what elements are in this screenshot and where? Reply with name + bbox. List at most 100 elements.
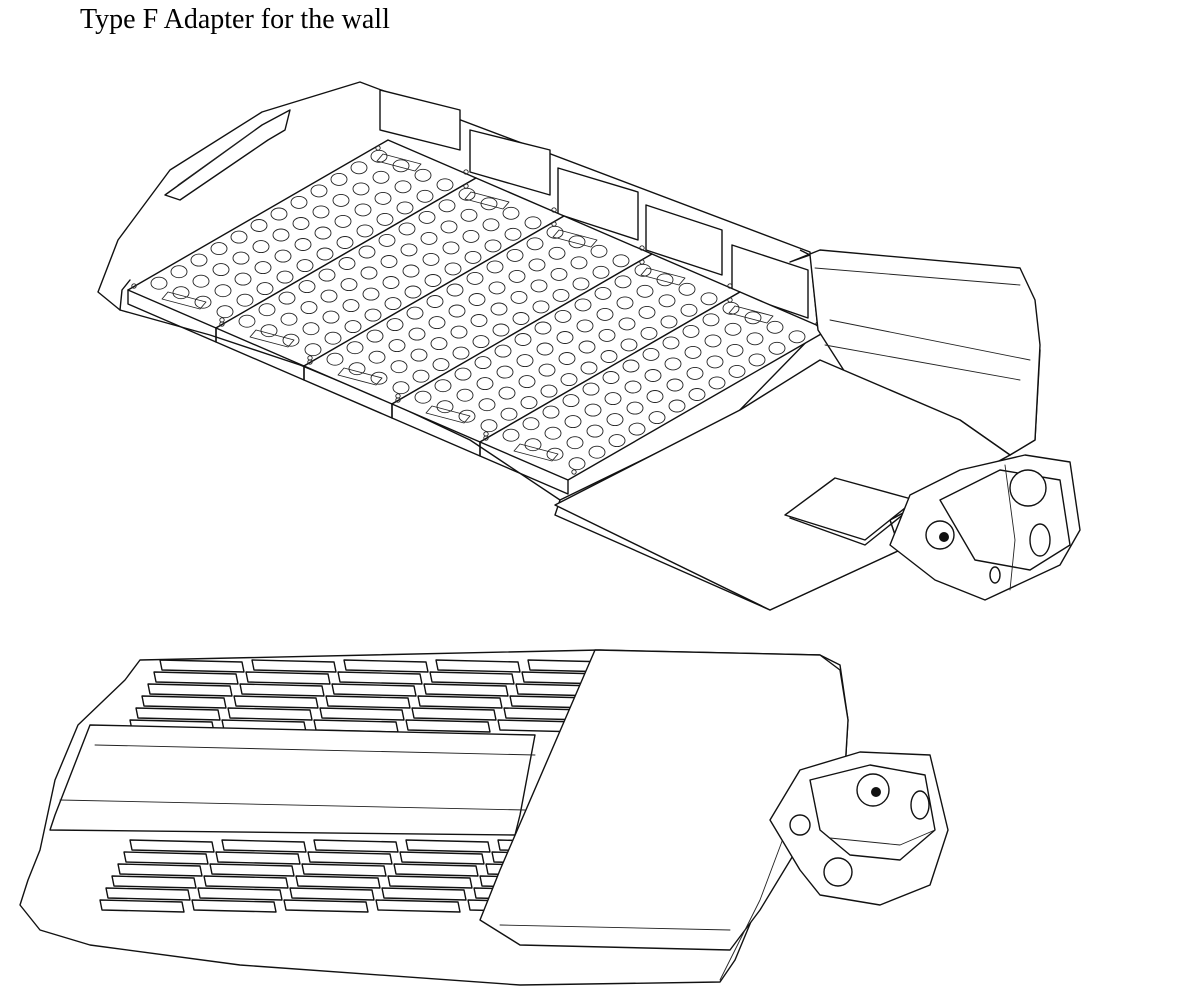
led-lens xyxy=(768,341,786,355)
heat-fin xyxy=(405,839,491,853)
heat-fin xyxy=(141,695,227,709)
led-lens xyxy=(418,210,436,224)
led-lens xyxy=(744,311,762,325)
led-lens xyxy=(500,407,518,421)
led-lens xyxy=(608,434,626,448)
led-lens xyxy=(514,333,532,346)
led-lens xyxy=(524,438,542,452)
led-lens xyxy=(366,329,384,343)
led-lens xyxy=(582,382,600,396)
led-lens xyxy=(620,338,638,352)
led-lens xyxy=(436,178,454,192)
led-lens xyxy=(296,259,314,273)
heat-fin xyxy=(393,863,479,877)
led-lens xyxy=(380,255,398,268)
led-lens xyxy=(362,287,380,301)
led-lens xyxy=(594,286,612,300)
led-lens xyxy=(192,274,210,288)
led-lens xyxy=(502,428,520,442)
led-lens xyxy=(358,245,376,259)
led-lens xyxy=(442,241,460,255)
led-lens xyxy=(558,352,576,365)
led-lens xyxy=(340,278,358,292)
led-lens xyxy=(660,315,678,329)
led-lens xyxy=(474,356,492,370)
led-lens xyxy=(480,197,498,211)
driver-box xyxy=(789,249,1041,456)
led-lens xyxy=(498,386,516,400)
led-lens xyxy=(678,282,696,296)
led-lens xyxy=(274,249,292,263)
heat-fin xyxy=(289,887,375,901)
led-lens xyxy=(566,436,584,450)
led-lens xyxy=(330,172,348,186)
led-lens xyxy=(494,344,512,358)
heat-fin xyxy=(399,851,485,865)
led-lens xyxy=(238,314,256,328)
handle xyxy=(164,109,291,201)
led-lens xyxy=(542,405,560,419)
led-lens xyxy=(232,251,250,265)
heat-fin xyxy=(251,659,337,673)
led-lens xyxy=(342,299,360,313)
page-title: Type F Adapter for the wall xyxy=(80,4,390,35)
led-lens xyxy=(686,366,704,380)
led-lens xyxy=(236,293,254,307)
led-lens xyxy=(574,298,592,312)
led-lens xyxy=(384,297,402,311)
heat-fin xyxy=(129,839,215,853)
led-lens xyxy=(290,195,308,209)
led-lens xyxy=(548,246,566,260)
led-lens xyxy=(476,377,494,391)
led-lens xyxy=(368,350,386,364)
heat-fin xyxy=(245,671,331,685)
led-lens xyxy=(312,205,330,219)
heat-fin xyxy=(307,851,393,865)
led-lens xyxy=(490,302,508,316)
led-lens xyxy=(424,274,442,287)
led-lens xyxy=(518,375,536,389)
led-lens xyxy=(496,365,514,379)
led-lens xyxy=(612,254,630,268)
led-lens xyxy=(234,272,252,286)
led-lens xyxy=(386,318,404,332)
led-lens xyxy=(510,290,528,304)
led-lens xyxy=(516,354,534,368)
led-lens xyxy=(324,331,342,345)
heat-fin xyxy=(99,899,185,913)
heat-fin xyxy=(319,707,405,721)
led-lens xyxy=(680,303,698,317)
led-lens xyxy=(576,319,594,333)
led-lens xyxy=(304,343,322,357)
led-lens xyxy=(554,309,572,323)
led-lens xyxy=(230,230,248,244)
led-lens xyxy=(682,324,700,338)
led-lens xyxy=(172,286,190,300)
led-lens xyxy=(392,159,410,173)
led-lens xyxy=(390,360,408,374)
led-lens xyxy=(578,340,596,354)
led-lens xyxy=(492,323,510,337)
led-lens xyxy=(336,236,354,249)
wall-adapter-top xyxy=(889,454,1081,601)
led-lens xyxy=(470,314,488,327)
led-lens xyxy=(444,262,462,276)
led-lens xyxy=(480,419,498,433)
led-lens xyxy=(488,281,506,295)
led-lens xyxy=(788,330,806,344)
led-lens xyxy=(460,208,478,222)
led-lens xyxy=(636,284,654,298)
led-lens xyxy=(332,193,350,207)
led-lens xyxy=(512,312,530,325)
led-lens xyxy=(508,269,526,283)
led-lens xyxy=(300,301,318,315)
led-lens xyxy=(614,275,632,289)
led-lens xyxy=(350,161,368,175)
led-lens xyxy=(432,358,450,372)
led-lens xyxy=(360,266,378,280)
led-lens xyxy=(666,378,684,392)
led-lens xyxy=(606,413,624,427)
led-lens xyxy=(426,295,444,308)
led-lens xyxy=(414,168,432,182)
led-lens xyxy=(528,258,546,272)
